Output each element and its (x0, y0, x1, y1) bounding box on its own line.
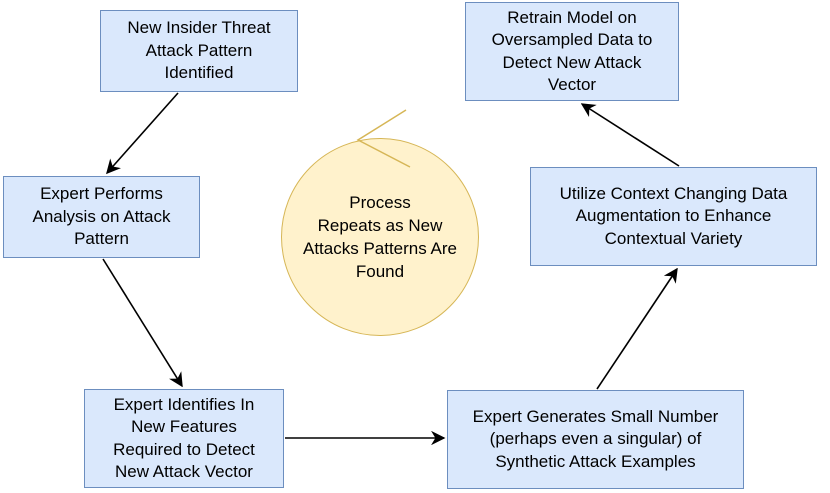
edge-identified-to-analysis (106, 92, 179, 175)
node-generate-examples: Expert Generates Small Number (perhaps e… (447, 390, 744, 489)
node-data-augmentation: Utilize Context Changing Data Augmentati… (530, 167, 817, 266)
node-identify-features: Expert Identifies In New Features Requir… (84, 389, 284, 488)
node-new-attack-pattern: New Insider Threat Attack Pattern Identi… (100, 10, 298, 92)
edge-augment-to-retrain (580, 103, 680, 167)
edge-generate-to-augment (596, 267, 678, 390)
cycle-note-text: Process Repeats as New Attacks Patterns … (302, 193, 457, 281)
node-retrain-model: Retrain Model on Oversampled Data to Det… (465, 2, 679, 101)
cycle-note-circle: Process Repeats as New Attacks Patterns … (281, 138, 479, 336)
edge-analysis-to-features (102, 258, 183, 388)
node-expert-analysis: Expert Performs Analysis on Attack Patte… (3, 176, 200, 258)
